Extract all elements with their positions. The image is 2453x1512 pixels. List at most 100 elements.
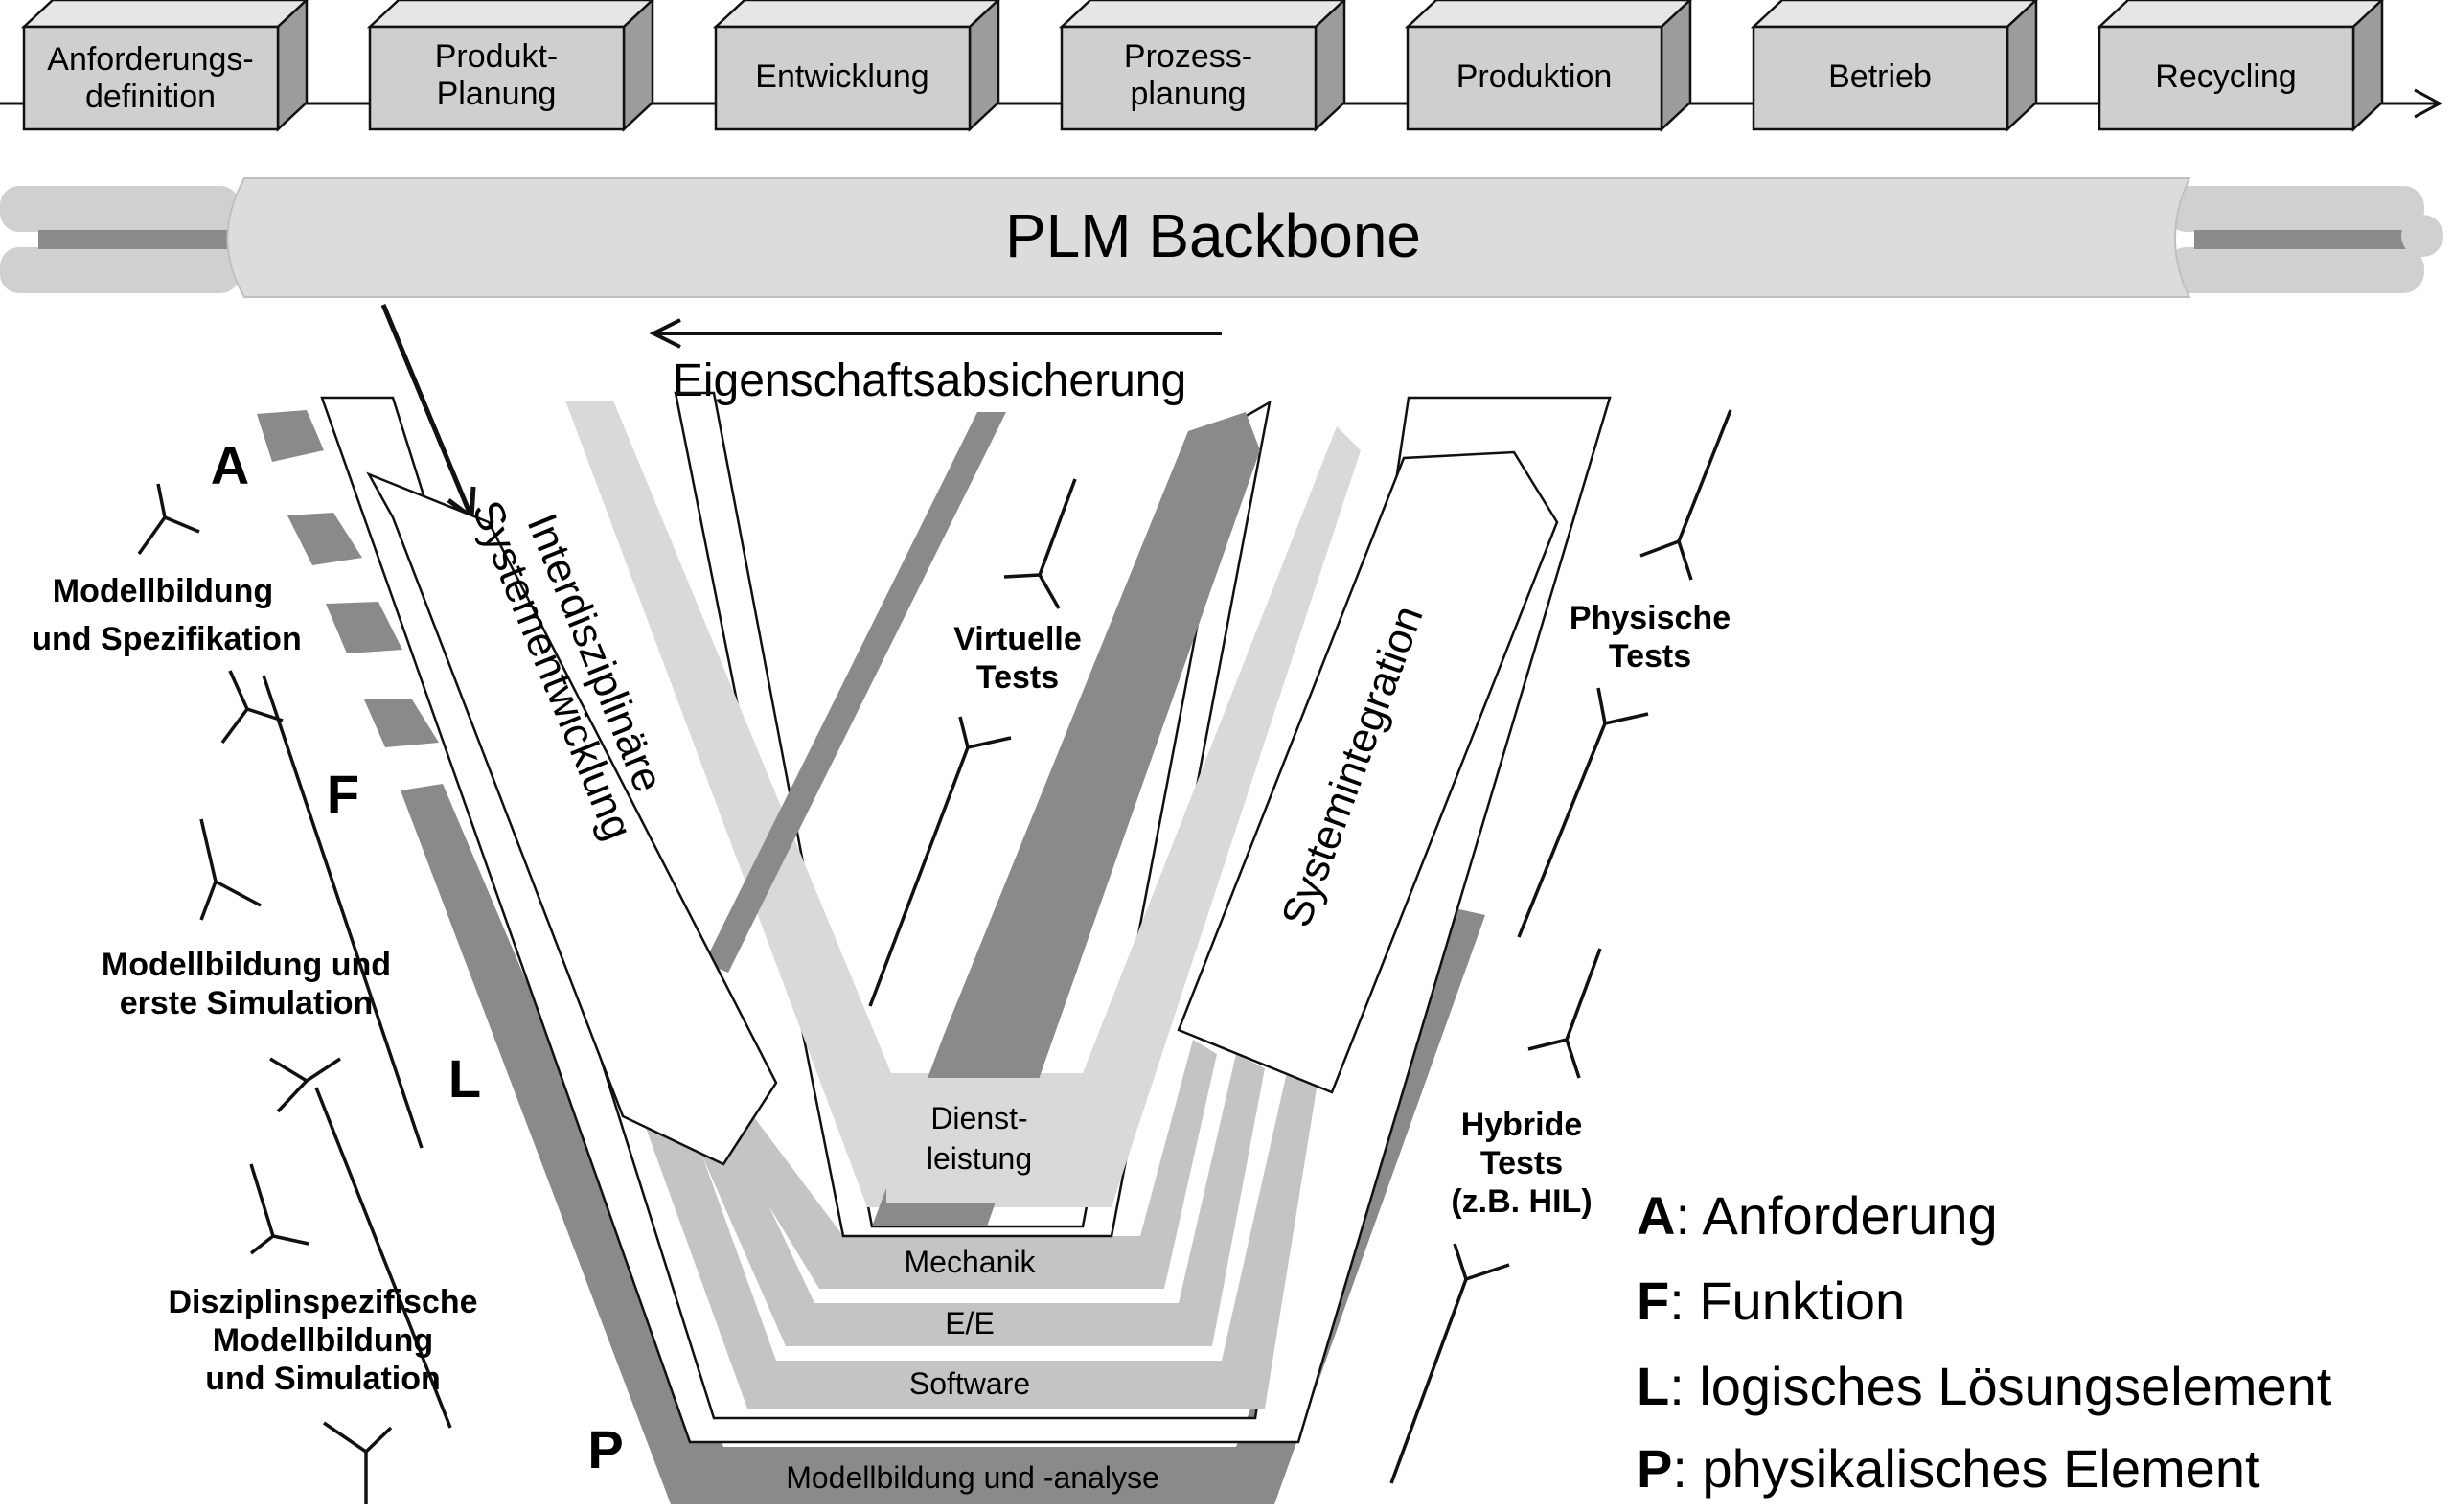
v-model: Dienst- leistung Mechanik E/E Software M…: [211, 391, 1612, 1504]
legend-text: : logisches Lösungselement: [1669, 1356, 2332, 1416]
timeline-arrowhead: [2414, 88, 2443, 119]
legend-text: : Funktion: [1669, 1271, 1905, 1331]
legend-key: A: [1637, 1185, 1675, 1246]
phase-box-produktion: Produktion: [1404, 0, 1692, 132]
legend-key: L: [1637, 1356, 1669, 1416]
backbone-label: PLM Backbone: [1005, 201, 1421, 270]
y-connector: [137, 483, 200, 556]
label-modellbildung-spezifikation-1: Modellbildung: [53, 573, 273, 609]
legend-item-f: F: Funktion: [1637, 1271, 1905, 1331]
eigenschaftsabsicherung: Eigenschaftsabsicherung: [649, 318, 1222, 406]
layer-label-modellbildung: Modellbildung und -analyse: [786, 1460, 1159, 1495]
label-disziplinspezifisch-1: Disziplinspezifische: [168, 1284, 477, 1320]
layer-label-ee: E/E: [945, 1306, 995, 1340]
backbone-wire: [2166, 186, 2424, 232]
letter-l: L: [448, 1048, 481, 1109]
phase-label: Entwicklung: [755, 58, 928, 95]
letter-f: F: [327, 764, 359, 824]
right-test-lines: [868, 409, 1732, 1484]
label-virtuelle-tests-2: Tests: [976, 659, 1059, 696]
label-hybride-tests-3: (z.B. HIL): [1451, 1183, 1592, 1220]
layer-label-dienstleistung-2: leistung: [927, 1141, 1032, 1176]
legend-item-p: P: physikalisches Element: [1637, 1438, 2260, 1499]
y-connector: [1517, 687, 1649, 938]
arrow-systementwicklung: [366, 471, 778, 1166]
label-virtuelle-tests-1: Virtuelle: [953, 621, 1082, 657]
phase-label-line1: Produkt-: [435, 38, 559, 75]
phase-label: Betrieb: [1828, 58, 1932, 95]
left-test-lines: [137, 483, 452, 1504]
band-virtual-left: [704, 412, 1006, 973]
letter-p: P: [587, 1419, 623, 1479]
phase-label-line2: planung: [1130, 76, 1246, 112]
label-disziplinspezifisch-3: und Simulation: [205, 1361, 441, 1397]
phase-label-line2: definition: [85, 79, 216, 115]
label-hybride-tests-1: Hybride: [1461, 1107, 1583, 1143]
band-dienstleistung: [565, 401, 1361, 1207]
band-a-segment: [326, 602, 402, 653]
phase-box-betrieb: Betrieb: [1750, 0, 2038, 132]
arrow-systemintegration: [1177, 450, 1559, 1094]
phase-box-produktplanung: Produkt- Planung: [366, 0, 654, 132]
plm-backbone: PLM Backbone: [0, 177, 2443, 298]
phase-label-line1: Anforderungs-: [47, 41, 253, 78]
label-modellbildung-simulation-1: Modellbildung und: [102, 947, 391, 983]
eigenschaftsabsicherung-label: Eigenschaftsabsicherung: [673, 355, 1186, 406]
label-disziplinspezifisch-2: Modellbildung: [213, 1322, 433, 1359]
y-connector: [199, 818, 262, 921]
y-connector: [323, 1421, 393, 1504]
layer-label-mechanik: Mechanik: [905, 1245, 1037, 1279]
backbone-sheath: [226, 177, 2191, 298]
backbone-wire-end: [2401, 215, 2443, 257]
band-ee: [632, 997, 1265, 1346]
backbone-wire: [0, 247, 240, 293]
backbone-core: [2194, 230, 2424, 249]
backbone-core: [38, 230, 240, 249]
legend-key: F: [1637, 1271, 1669, 1331]
left-labels: Modellbildung und Spezifikation Modellbi…: [32, 573, 477, 1397]
legend-item-a: A: Anforderung: [1637, 1185, 1998, 1246]
band-a-segment: [287, 513, 362, 565]
layer-label-software: Software: [909, 1366, 1030, 1401]
backbone-wire: [2166, 247, 2424, 293]
y-connector: [220, 670, 284, 745]
label-physische-tests-2: Tests: [1609, 638, 1691, 675]
test-line: [314, 1087, 452, 1429]
label-modellbildung-simulation-2: erste Simulation: [120, 985, 374, 1021]
band-f-segment: [364, 699, 439, 747]
phase-box-recycling: Recycling: [2096, 0, 2384, 132]
band-software: [585, 949, 1318, 1409]
phase-box-prozessplanung: Prozess- planung: [1058, 0, 1346, 132]
phase-box-entwicklung: Entwicklung: [712, 0, 1000, 132]
label-physische-tests-1: Physische: [1570, 600, 1731, 636]
backbone-to-v-arrow: [380, 304, 472, 514]
phase-box-anforderungsdefinition: Anforderungs- definition: [20, 0, 309, 132]
phase-boxes: Anforderungs- definition Produkt- Planun…: [20, 0, 2384, 132]
label-modellbildung-spezifikation-2: und Spezifikation: [32, 621, 301, 657]
y-connector: [1527, 948, 1602, 1079]
label-hybride-tests-2: Tests: [1480, 1145, 1563, 1181]
y-connector: [249, 1163, 309, 1255]
y-connector: [1389, 1243, 1510, 1484]
backbone-wire: [0, 186, 240, 232]
legend: A: Anforderung F: Funktion L: logisches …: [1637, 1185, 2332, 1499]
test-line: [262, 675, 424, 1149]
dienstleistung-box: [886, 1078, 1078, 1203]
band-mechanik: [671, 1040, 1217, 1289]
legend-text: : Anforderung: [1675, 1185, 1997, 1246]
phase-label: Recycling: [2155, 58, 2296, 95]
y-connector: [1639, 409, 1732, 581]
legend-item-l: L: logisches Lösungselement: [1637, 1356, 2332, 1416]
band-virtual-center: [872, 412, 1260, 1226]
y-connector: [1003, 478, 1077, 609]
phase-label: Produktion: [1456, 58, 1613, 95]
phase-label-line2: Planung: [437, 76, 557, 112]
layer-label-dienstleistung-1: Dienst-: [930, 1101, 1027, 1135]
phase-label-line1: Prozess-: [1124, 38, 1252, 75]
eigenschaftsabsicherung-arrowhead: [649, 318, 681, 349]
right-labels: Virtuelle Tests Physische Tests Hybride …: [953, 600, 1731, 1220]
band-a-segment: [257, 410, 324, 462]
legend-text: : physikalisches Element: [1672, 1438, 2260, 1499]
y-connector: [269, 1057, 341, 1113]
letter-a: A: [211, 435, 249, 495]
